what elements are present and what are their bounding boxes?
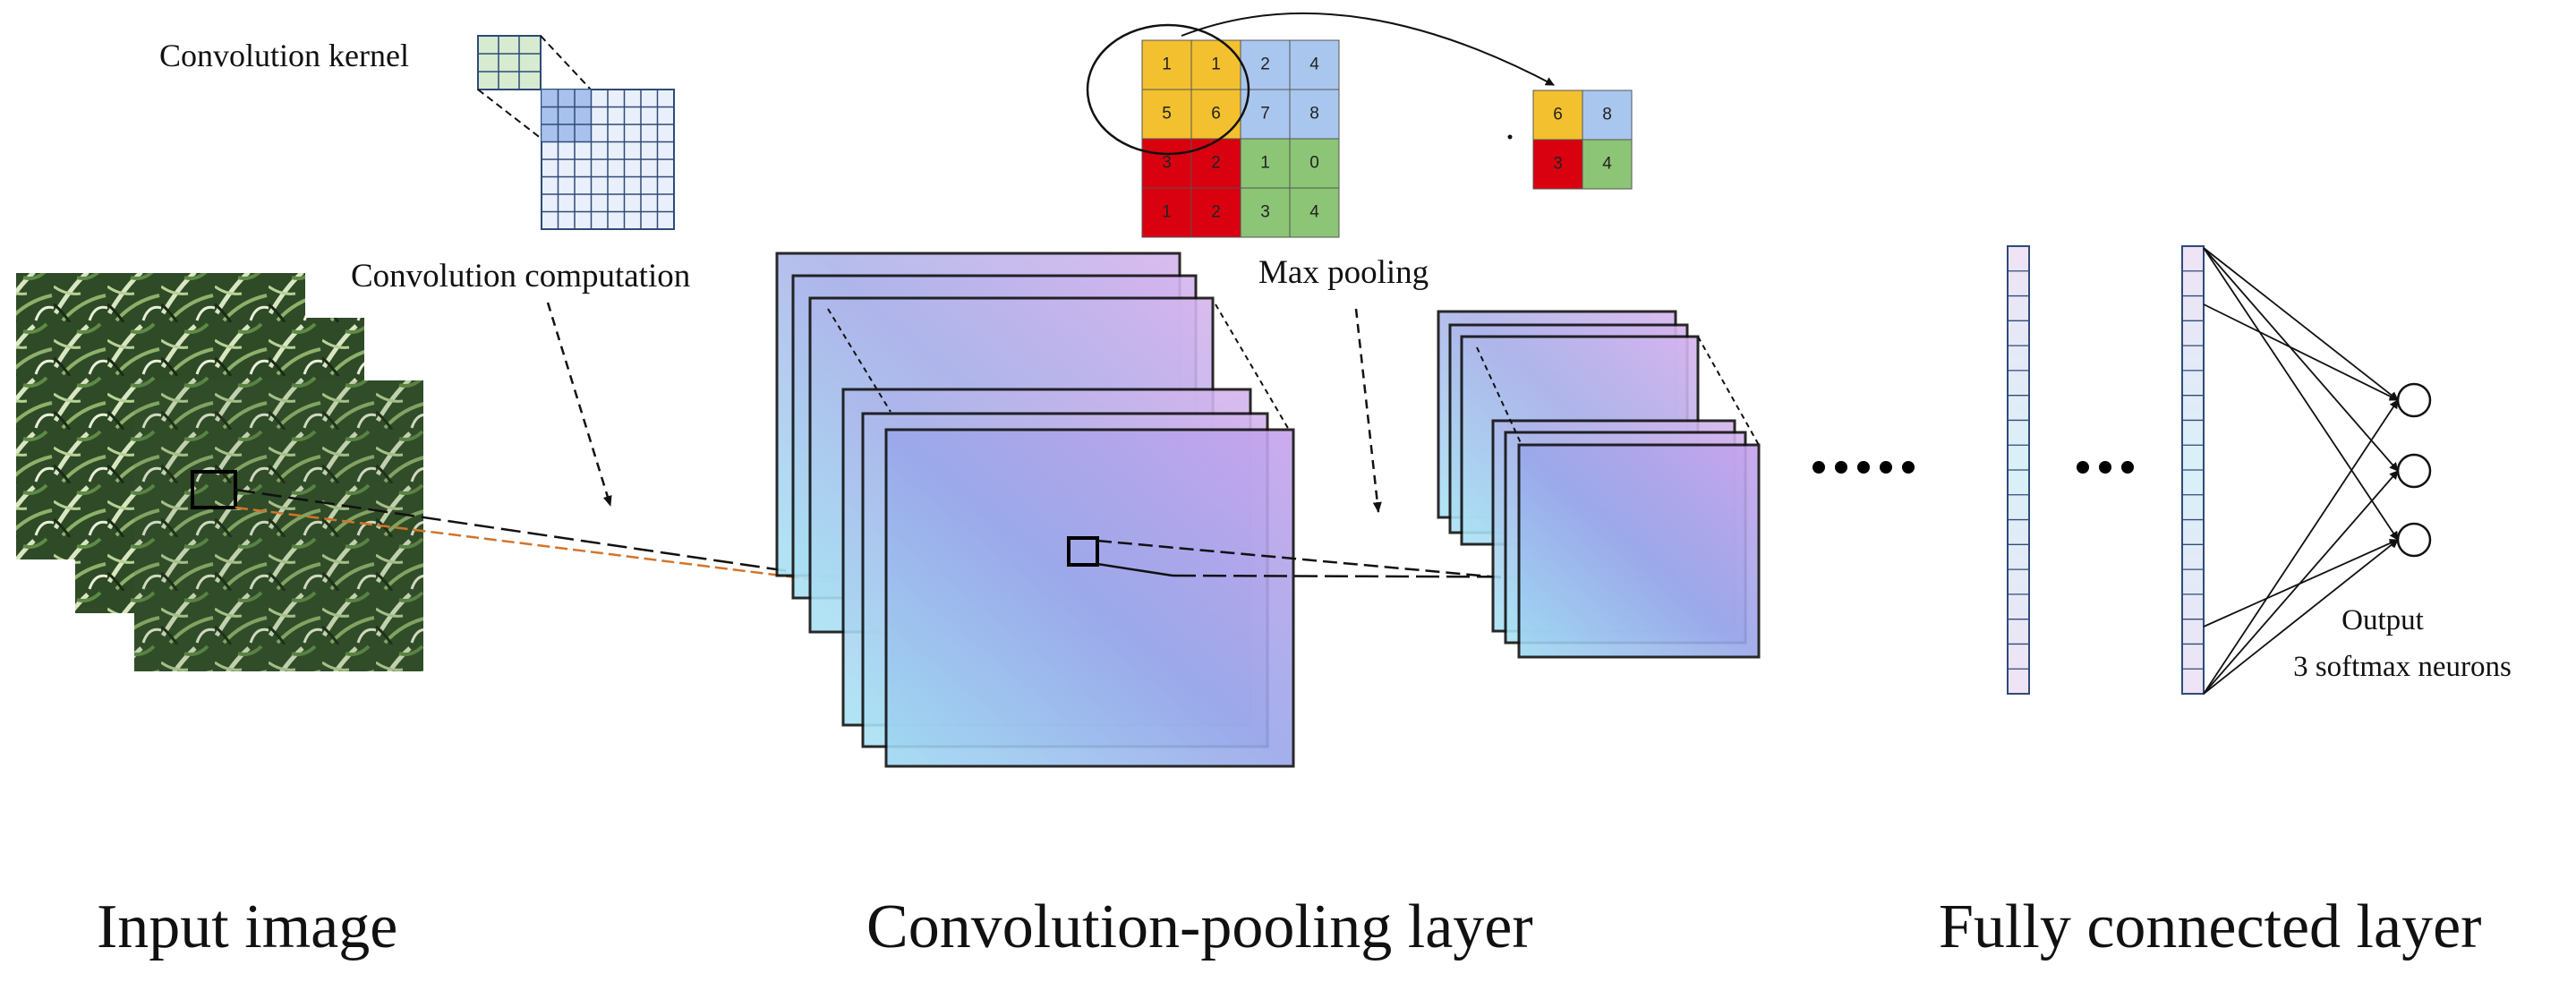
pool-cell-value: 1 [1162,203,1172,222]
output-neuron-2 [2396,453,2432,489]
output-neurons [2396,382,2432,558]
pooling-input-grid: 1 1 2 4 5 6 7 8 3 2 1 0 1 2 3 4 [1141,39,1340,238]
output-connections [2203,247,2399,695]
ellipsis-dots-1 [1813,461,1915,474]
input-image-front [134,380,423,671]
conv-feature-maps [775,252,1295,768]
pool-cell-value: 4 [1309,56,1319,74]
pool-cell-value: 8 [1309,105,1319,124]
section-title-conv: Convolution-pooling layer [866,892,1533,961]
pool-cell-value: 8 [1602,106,1612,124]
max-pooling-label: Max pooling [1258,254,1429,291]
output-label: Output [2341,604,2424,636]
kernel-connector-bottom [477,89,542,140]
convolution-kernel-label: Convolution kernel [159,38,409,73]
pool-cell-value: 7 [1260,105,1270,124]
convolution-grid [541,89,675,230]
pool-cell-value: 3 [1260,203,1270,222]
pool-cell-value: 0 [1309,154,1319,173]
convolution-kernel [477,35,542,90]
ellipsis-dots-2 [2077,461,2134,474]
pool-cell-value: 5 [1162,105,1172,124]
output-neuron-3 [2396,522,2432,558]
pooling-output-grid: 6 8 3 4 [1532,90,1633,190]
input-image-overlay-tint [134,380,423,671]
pooling-window-circle [1086,23,1250,156]
pool-cell-value: 3 [1553,155,1563,174]
pool-cell-value: 1 [1162,56,1172,74]
section-title-input: Input image [97,892,397,961]
max-pooling-arrow [1354,308,1382,513]
section-title-fc: Fully connected layer [1939,892,2481,961]
pooled-feature-maps [1437,310,1761,659]
pooling-dot [1507,134,1513,140]
pool-cell-value: 4 [1309,203,1319,222]
pool-cell-value: 1 [1260,154,1270,173]
pool-cell-value: 1 [1211,56,1221,74]
pool-cell-value: 2 [1260,56,1270,74]
pool-cell-value: 3 [1162,154,1172,173]
feature-map-window [1067,536,1099,567]
feature-to-pool-line-3 [1172,574,1648,579]
pooling-curve-arrow [1181,12,1555,86]
fc-vector-1 [2007,245,2030,695]
output-softmax-label: 3 softmax neurons [2293,651,2512,683]
convolution-computation-label: Convolution computation [351,258,690,295]
pool-cell-value: 2 [1211,154,1221,173]
pool-cell-value: 4 [1602,155,1612,174]
feature-to-pool-line-2 [1096,562,1173,577]
fc-vector-2 [2181,245,2205,695]
kernel-connector-top [540,35,592,90]
pool-cell-value: 6 [1211,105,1221,124]
input-image-stack [16,273,423,671]
convolution-computation-arrow [546,302,612,507]
pool-cell-value: 2 [1211,203,1221,222]
output-neuron-1 [2396,382,2432,418]
pool-cell-value: 6 [1553,106,1563,124]
